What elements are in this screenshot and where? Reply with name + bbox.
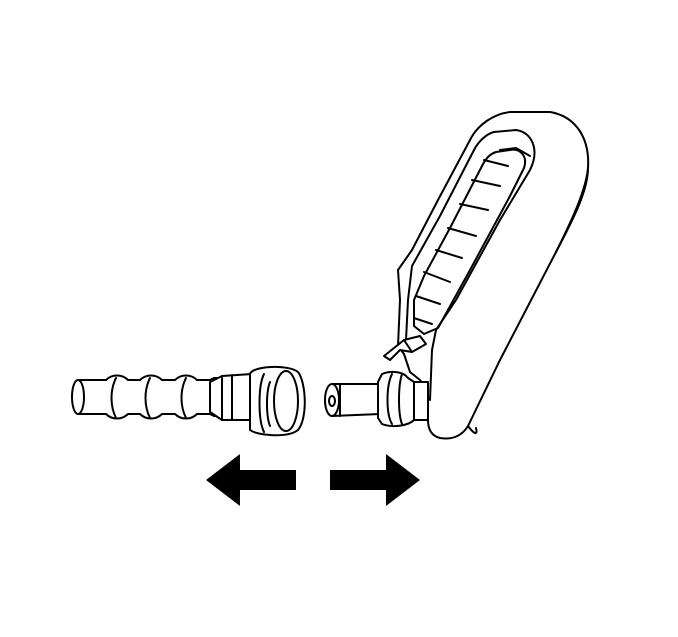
stem-end bbox=[324, 383, 340, 417]
hose-end bbox=[71, 379, 85, 415]
handle-inner-frame bbox=[405, 129, 536, 401]
hose-ribs bbox=[110, 377, 187, 419]
stem-bore bbox=[328, 395, 336, 407]
quick-connect-fitting bbox=[324, 111, 590, 440]
arrow-right-icon bbox=[330, 454, 420, 506]
hose-body bbox=[72, 374, 231, 420]
fitting-collar bbox=[377, 370, 429, 428]
arrow-left-icon bbox=[206, 454, 296, 506]
hose-nut bbox=[249, 366, 306, 437]
latch-lever bbox=[383, 335, 427, 361]
handle-ribs bbox=[413, 159, 509, 325]
hose-fitting bbox=[71, 366, 306, 437]
